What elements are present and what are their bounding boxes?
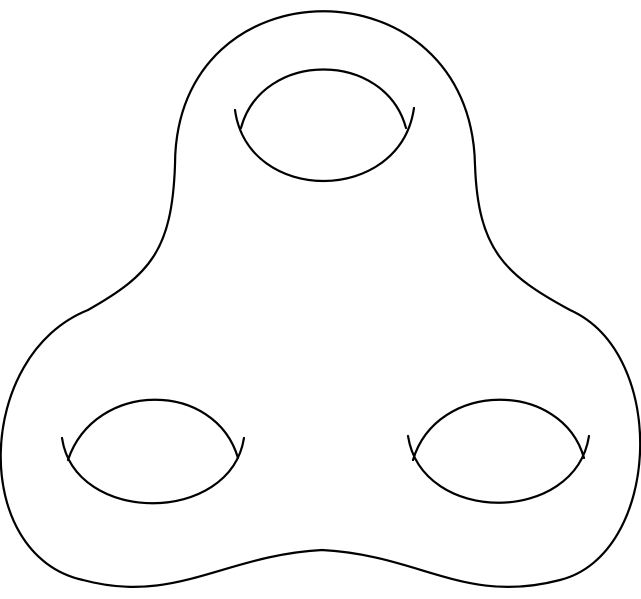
- canvas-background: [0, 0, 641, 599]
- genus-three-surface-diagram: [0, 0, 641, 599]
